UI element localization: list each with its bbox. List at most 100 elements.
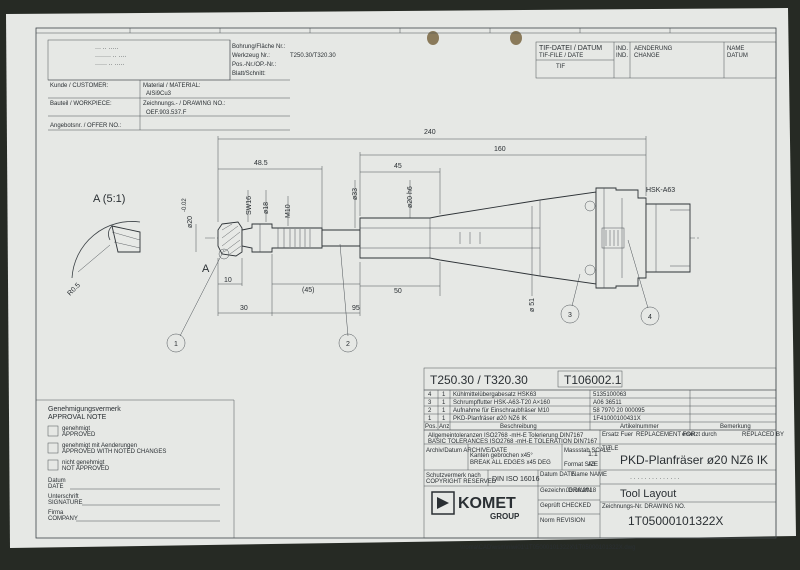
dim-30: 30: [240, 305, 248, 312]
dim-tolerance: -0.02: [182, 198, 188, 212]
balloon-4: [640, 306, 660, 326]
row-4-art: 5135100063: [593, 392, 627, 398]
dimension-labels: 240 160 48.5 45 10 30 95 (45) 50 SW16 ø1…: [182, 129, 675, 312]
ind-2: IND.: [616, 53, 628, 59]
archiv: Archiv/Datum ARCHIVE/DATE: [426, 448, 507, 454]
parts-list: T250.30 / T320.30 T106002.1 4 1 Kühlmitt…: [423, 367, 777, 431]
label-blatt: Blatt/Schnitt:: [232, 71, 266, 77]
label-zeichnung: Zeichnungs.- / DRAWING NO.:: [143, 101, 226, 107]
dim-45-ref: (45): [302, 287, 314, 294]
approved-with-changes-checkbox[interactable]: [47, 442, 59, 454]
replacement-for: REPLACEMENT FOR: [636, 432, 696, 438]
label-bohrung: Bohrung/Fläche Nr.:: [232, 44, 286, 50]
logo-group: GROUP: [490, 512, 520, 521]
balloon-4-label: 4: [648, 314, 652, 321]
tb-drawn-date: 03.08.2018: [566, 488, 597, 494]
dim-95: 95: [352, 305, 360, 312]
logo-text: KOMET: [458, 495, 516, 512]
scale-value: 1:1: [588, 451, 598, 458]
adapter: [241, 223, 323, 253]
row-1-pos: 1: [428, 416, 432, 422]
din-iso: DIN ISO 16016: [492, 476, 540, 483]
dim-d33: ø33: [352, 188, 359, 200]
balloon-3-label: 3: [568, 312, 572, 319]
schutz-en: COPYRIGHT RESERVED: [426, 479, 497, 485]
tb-checked: Geprüft CHECKED: [540, 503, 592, 509]
header-block: ··· ·· ····· ········ ·· ···· ······ ·· …: [47, 39, 336, 131]
dim-hsk: HSK-A63: [646, 187, 675, 194]
drawing-value: OEF.903.537.F: [146, 110, 187, 116]
subtitle-value: Tool Layout: [620, 488, 676, 500]
label-kunde: Kunde / CUSTOMER:: [50, 83, 109, 89]
dim-d20h6: ø20 h6: [407, 186, 414, 208]
not-approved-checkbox[interactable]: [47, 459, 59, 471]
approval-firma: Firma: [48, 510, 64, 516]
ersetzt-durch: ersetzt durch: [682, 432, 717, 438]
detail-view-a: A (5:1) R0.5: [66, 193, 141, 297]
format-label: Format SIZE: [564, 462, 598, 468]
datum: DATUM: [727, 53, 748, 59]
approved-en: APPROVED: [62, 432, 96, 438]
cutter-head: [217, 221, 243, 257]
shaft: [321, 229, 361, 247]
col-bemerkung: Bemerkung: [720, 424, 751, 430]
approved-checkbox[interactable]: [47, 425, 59, 437]
approval-signature: SIGNATURE: [48, 500, 83, 506]
row-3-pos: 3: [428, 400, 432, 406]
kanten-de: Kanten gebrochen x45°: [470, 453, 533, 459]
svg-text:··· ·· ·····: ··· ·· ·····: [95, 46, 118, 52]
revision-block: TIF-DATEI / DATUM TIF-FILE / DATE TIF IN…: [535, 41, 777, 79]
title-block: Allgemeintoleranzen ISO2768 -mH-E Toleri…: [423, 429, 784, 551]
parts-header-2: T106002.1: [564, 373, 622, 387]
kanten-en: BREAK ALL EDGES x45 DEG: [470, 460, 551, 466]
label-bauteil: Bauteil / WORKPIECE:: [50, 101, 112, 107]
row-1-qty: 1: [442, 416, 446, 422]
dim-d51: ø 51: [529, 298, 536, 312]
label-posnr: Pos.-Nr./OP.-Nr.:: [232, 62, 277, 68]
werkzeug-value: T250.30/T320.30: [290, 53, 336, 59]
punch-hole-right: [510, 31, 522, 45]
svg-text:········ ·· ····: ········ ·· ····: [95, 54, 126, 60]
not-approved-en: NOT APPROVED: [62, 466, 110, 472]
change: CHANGE: [634, 53, 660, 59]
row-2-pos: 2: [428, 408, 432, 414]
tif: TIF: [556, 64, 565, 70]
label-werkzeug: Werkzeug Nr.:: [232, 53, 270, 59]
replaced-by: REPLACED BY: [742, 432, 784, 438]
col-pos: Pos.: [425, 424, 437, 430]
label-angebot: Angebotsnr. / OFFER NO.:: [50, 123, 122, 129]
material-value: AlSi9Cu3: [146, 91, 172, 97]
col-beschreibung: Beschreibung: [500, 424, 537, 430]
dim-d20: ø20: [187, 216, 194, 228]
dimensions: [195, 136, 647, 316]
tb-drawn: Gezeichn. DRAWN: [540, 488, 591, 494]
dim-160: 160: [494, 146, 506, 153]
dim-50: 50: [394, 288, 402, 295]
approval-note: Genehmigungsvermerk APPROVAL NOTE genehm…: [36, 399, 235, 538]
schutz-de: Schutzvermerk nach: [426, 473, 481, 479]
view-label: A (5:1): [93, 193, 125, 205]
row-3-art: A06 36511: [593, 400, 622, 406]
approval-title-de: Genehmigungsvermerk: [48, 406, 121, 413]
tb-datum: Datum DATE: [540, 472, 575, 478]
col-artikel: Artikelnummer: [620, 424, 659, 430]
svg-text:· · · · · · · · · · · · · ·: · · · · · · · · · · · · · ·: [630, 476, 680, 482]
tb-name: Name NAME: [572, 472, 607, 478]
ind-1: IND.: [616, 46, 628, 52]
tol-de: Allgemeintoleranzen ISO2768 -mH-E Toleri…: [428, 433, 584, 439]
file-path: \\roma\CAD\wsm\niwi01\1T05000101322X\1T0…: [460, 545, 635, 551]
row-1-desc: PKD-Planfräser ø20 NZ6 IK: [453, 416, 527, 422]
balloon-3: [560, 304, 580, 324]
hsk-shank: [645, 203, 691, 273]
tb-revision: Norm REVISION: [540, 518, 585, 524]
balloons: 1 2 3 4: [166, 239, 660, 353]
tif-file: TIF-FILE / DATE: [539, 53, 583, 59]
tif-datei: TIF-DATEI / DATUM: [539, 45, 602, 52]
format-value: A3: [588, 462, 596, 468]
dim-45: 45: [394, 163, 402, 170]
tool-assembly: A: [202, 187, 700, 289]
balloon-2-label: 2: [346, 341, 350, 348]
dim-d18: ø18: [263, 202, 270, 214]
tol-en: BASIC TOLERANCES ISO2768 -mH-E TOLERATIO…: [428, 439, 598, 445]
